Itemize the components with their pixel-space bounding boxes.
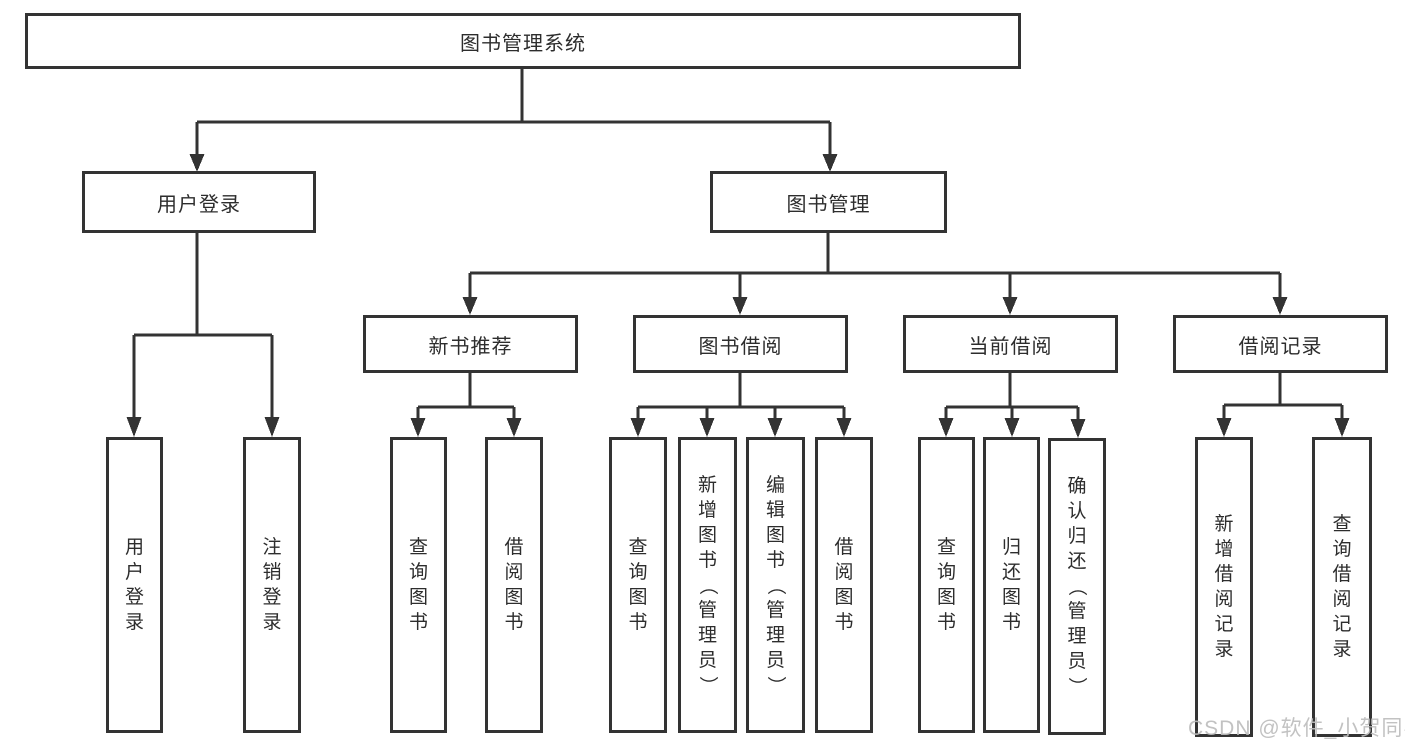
node-current-borrow: 当前借阅	[903, 315, 1118, 373]
leaf-edit-books-admin: 编辑图书（管理员）	[746, 437, 805, 733]
leaf-logout: 注销登录	[243, 437, 301, 733]
node-label: 编辑图书（管理员）	[764, 474, 786, 695]
node-label: 借阅记录	[1238, 335, 1323, 358]
node-label: 图书管理系统	[460, 32, 586, 55]
node-label: 确认归还（管理员）	[1066, 476, 1088, 697]
node-label: 查询图书	[628, 537, 648, 633]
node-label: 新书推荐	[428, 335, 513, 358]
node-label: 当前借阅	[968, 335, 1053, 358]
node-label: 用户登录	[157, 193, 241, 216]
node-label: 图书借阅	[698, 335, 783, 358]
arrowhead-icons	[126, 154, 1350, 438]
leaf-query-borrow-record: 查询借阅记录	[1312, 437, 1372, 737]
node-user-login: 用户登录	[82, 171, 316, 233]
leaf-query-books: 查询图书	[609, 437, 667, 733]
csdn-watermark: CSDN @软件_小贺同学	[1188, 717, 1405, 740]
node-label: 借阅图书	[504, 537, 524, 633]
node-label: 新增图书（管理员）	[696, 474, 718, 695]
node-new-book-recommend: 新书推荐	[363, 315, 578, 373]
leaf-return-books: 归还图书	[983, 437, 1040, 733]
leaf-add-borrow-record: 新增借阅记录	[1195, 437, 1253, 737]
node-label: 归还图书	[1001, 537, 1021, 633]
node-book-borrow: 图书借阅	[633, 315, 848, 373]
node-label: 新增借阅记录	[1214, 514, 1234, 660]
node-label: 查询图书	[408, 537, 428, 633]
node-borrow-records: 借阅记录	[1173, 315, 1388, 373]
node-label: 查询借阅记录	[1332, 514, 1352, 660]
leaf-borrow-books-recommend: 借阅图书	[485, 437, 543, 733]
node-label: 注销登录	[262, 537, 282, 633]
node-system-root: 图书管理系统	[25, 13, 1021, 69]
node-label: 用户登录	[124, 537, 144, 633]
node-book-management: 图书管理	[710, 171, 947, 233]
leaf-query-books-current: 查询图书	[918, 437, 975, 733]
node-label: 图书管理	[786, 193, 871, 216]
leaf-borrow-books: 借阅图书	[815, 437, 873, 733]
leaf-query-books-recommend: 查询图书	[390, 437, 447, 733]
node-label: 查询图书	[936, 537, 956, 633]
leaf-user-login: 用户登录	[106, 437, 163, 733]
leaf-add-books-admin: 新增图书（管理员）	[678, 437, 737, 733]
leaf-confirm-return-admin: 确认归还（管理员）	[1048, 438, 1106, 735]
node-label: 借阅图书	[834, 537, 854, 633]
